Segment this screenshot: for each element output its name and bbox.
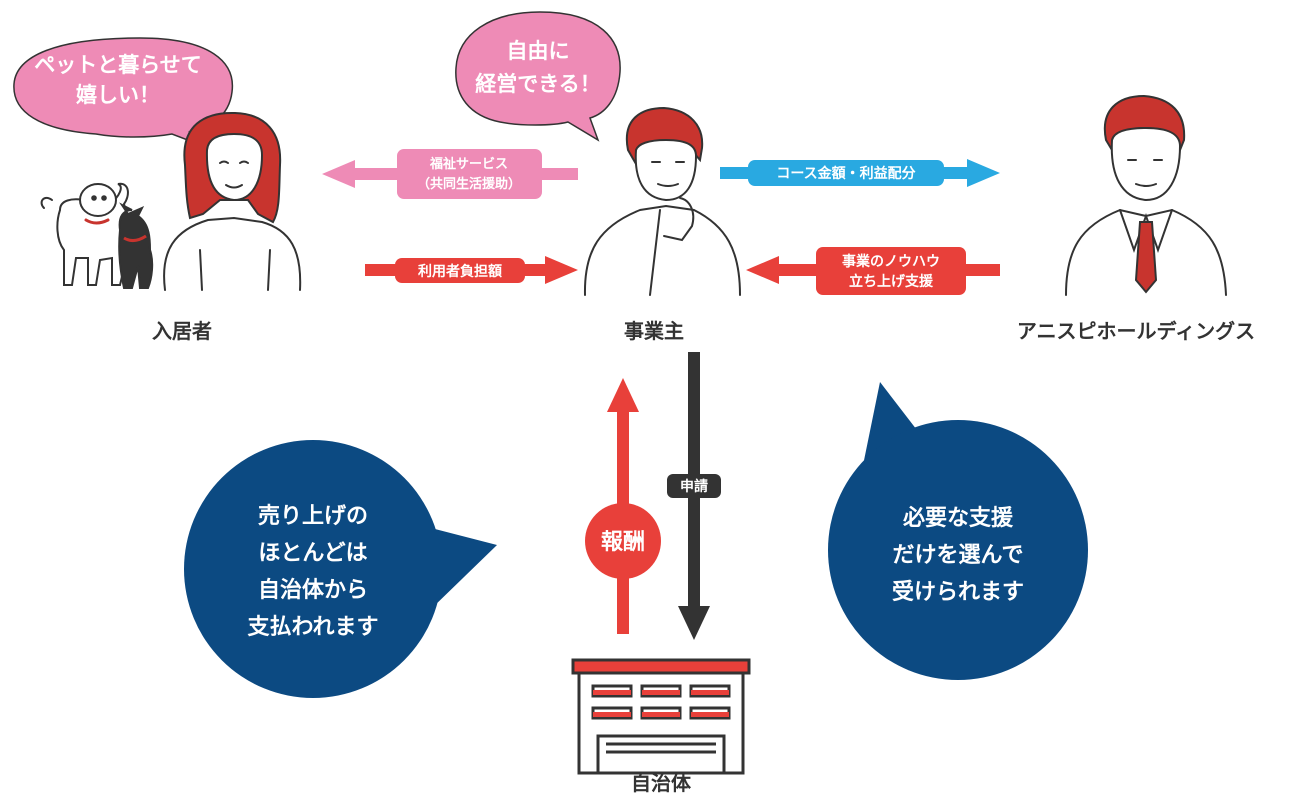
left-callout-line-3: 自治体から (258, 577, 368, 603)
reward-label: 報酬 (601, 529, 645, 555)
right-callout-line-1: 必要な支援 (903, 505, 1014, 531)
application-label: 申請 (680, 478, 708, 495)
company-figure (1065, 94, 1227, 296)
left-callout-line-2: ほとんどは (258, 541, 367, 566)
resident-speech-bubble: ペットと暮らせて 嬉しい！ (13, 37, 234, 151)
left-callout-line-4: 支払われます (248, 615, 379, 640)
right-callout-line-3: 受けられます (892, 579, 1024, 605)
owner-speech-bubble: 自由に 経営できる！ (455, 11, 621, 142)
dog-figure-white (40, 182, 130, 286)
owner-speech-line-2: 経営できる！ (475, 72, 601, 96)
knowhow-support-arrow: 事業のノウハウ 立ち上げ支援 (746, 247, 1000, 295)
application-arrow: 申請 (667, 352, 721, 640)
owner-figure (583, 106, 741, 296)
user-fee-arrow: 利用者負担額 (365, 256, 578, 284)
owner-label: 事業主 (624, 319, 684, 343)
user-fee-label: 利用者負担額 (418, 263, 502, 280)
course-amount-arrow: コース金額・利益配分 (720, 159, 1000, 187)
right-callout: 必要な支援 だけを選んで 受けられます (828, 382, 1088, 680)
knowhow-label-line-1: 事業のノウハウ (842, 253, 940, 270)
welfare-service-arrow: 福祉サービス （共同生活援助） (322, 149, 578, 199)
resident-label: 入居者 (152, 319, 212, 343)
company-label: アニスピホールディングス (1017, 319, 1255, 343)
resident-speech-line-1: ペットと暮らせて (34, 53, 202, 77)
welfare-service-label-line-2: （共同生活援助） (417, 176, 521, 192)
dog-figure-black (118, 202, 154, 289)
right-callout-line-2: だけを選んで (893, 543, 1024, 568)
course-amount-label: コース金額・利益配分 (776, 165, 915, 182)
resident-figure (163, 111, 302, 291)
left-callout-line-1: 売り上げの (258, 503, 368, 529)
resident-speech-line-2: 嬉しい！ (76, 83, 160, 107)
reward-arrow: 報酬 (585, 378, 661, 634)
left-callout: 売り上げの ほとんどは 自治体から 支払われます (184, 440, 497, 698)
municipality-label: 自治体 (631, 771, 692, 795)
knowhow-label-line-2: 立ち上げ支援 (849, 273, 934, 290)
municipality-building (571, 658, 751, 775)
welfare-service-label-line-1: 福祉サービス (429, 156, 508, 172)
owner-speech-line-1: 自由に (507, 39, 570, 63)
